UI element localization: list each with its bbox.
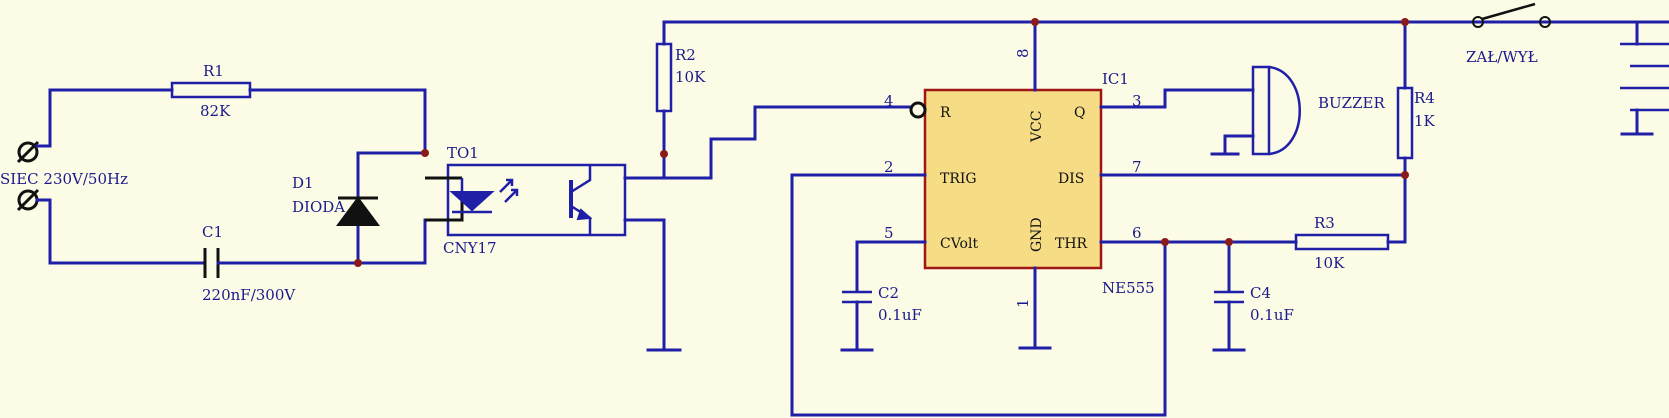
r1-value-label: 82K: [200, 102, 231, 120]
mains-terminal-bottom: [16, 188, 40, 212]
ic1-value-label: NE555: [1102, 279, 1155, 297]
to1-ref-label: TO1: [447, 144, 479, 162]
c1-ref-label: C1: [202, 223, 223, 241]
capacitor-c1: [203, 248, 220, 278]
r4-ref-label: R4: [1414, 89, 1435, 107]
wire-reset: [662, 105, 912, 180]
c4-ref-label: C4: [1250, 284, 1271, 302]
r4-value-label: 1K: [1414, 112, 1436, 130]
ic-pin-dis-label: DIS: [1058, 171, 1084, 187]
d1-ref-label: D1: [292, 174, 314, 192]
ic-pin-r-label: R: [940, 105, 951, 121]
wire-mains-top: [35, 88, 174, 148]
pin5-number: 5: [884, 224, 894, 242]
wire-c1-to-opto: [216, 218, 427, 265]
ic1-ref-label: IC1: [1102, 70, 1129, 88]
reset-inverter-bubble: [909, 101, 927, 119]
ic-pin-cvolt-label: CVolt: [940, 236, 978, 252]
ic1-body: [923, 88, 1103, 270]
switch-symbol: [1472, 2, 1551, 28]
ic-pin-trig-label: TRIG: [940, 171, 977, 187]
diode-d1: [336, 196, 380, 226]
c2-ref-label: C2: [878, 284, 899, 302]
to1-value-label: CNY17: [443, 239, 497, 257]
buzzer-symbol: [1251, 65, 1301, 156]
ic-pin-gnd-label: GND: [1029, 217, 1045, 252]
ic-pin-thr-label: THR: [1055, 236, 1088, 252]
ic-pin-q-label: Q: [1074, 105, 1085, 121]
r2-value-label: 10K: [675, 68, 706, 86]
wire-vcc-rail: [662, 20, 1669, 46]
battery-symbol: [1620, 42, 1669, 112]
mains-terminal-top: [16, 140, 40, 164]
c2-value-label: 0.1uF: [878, 306, 922, 324]
resistor-r2: [655, 42, 673, 113]
c1-value-label: 220nF/300V: [202, 286, 296, 304]
pin1-number: 1: [1014, 298, 1032, 308]
pin3-number: 3: [1132, 92, 1142, 110]
c4-value-label: 0.1uF: [1250, 306, 1294, 324]
mains-label: SIEC 230V/50Hz: [0, 170, 128, 188]
switch-label: ZAŁ/WYŁ: [1466, 48, 1538, 66]
resistor-r3: [1294, 233, 1390, 251]
pin2-number: 2: [884, 158, 894, 176]
wire-r1-to-opto: [248, 88, 427, 155]
r3-value-label: 10K: [1314, 254, 1345, 272]
pin4-number: 4: [884, 92, 894, 110]
optocoupler-to1: [425, 163, 627, 237]
wire-mains-bottom: [35, 198, 207, 265]
pin6-number: 6: [1132, 224, 1142, 242]
junctions: [354, 18, 1409, 267]
pin7-number: 7: [1132, 158, 1142, 176]
d1-value-label: DIODA: [292, 198, 345, 216]
resistor-r4: [1396, 86, 1414, 160]
ic-pin-vcc-label: VCC: [1029, 110, 1045, 143]
pin8-number: 8: [1014, 48, 1032, 58]
r3-ref-label: R3: [1314, 214, 1335, 232]
resistor-r1: [170, 81, 252, 99]
r1-ref-label: R1: [203, 62, 224, 80]
r2-ref-label: R2: [675, 46, 696, 64]
wire-trig-thr-loop: [790, 173, 1167, 417]
buzzer-label: BUZZER: [1318, 94, 1385, 112]
